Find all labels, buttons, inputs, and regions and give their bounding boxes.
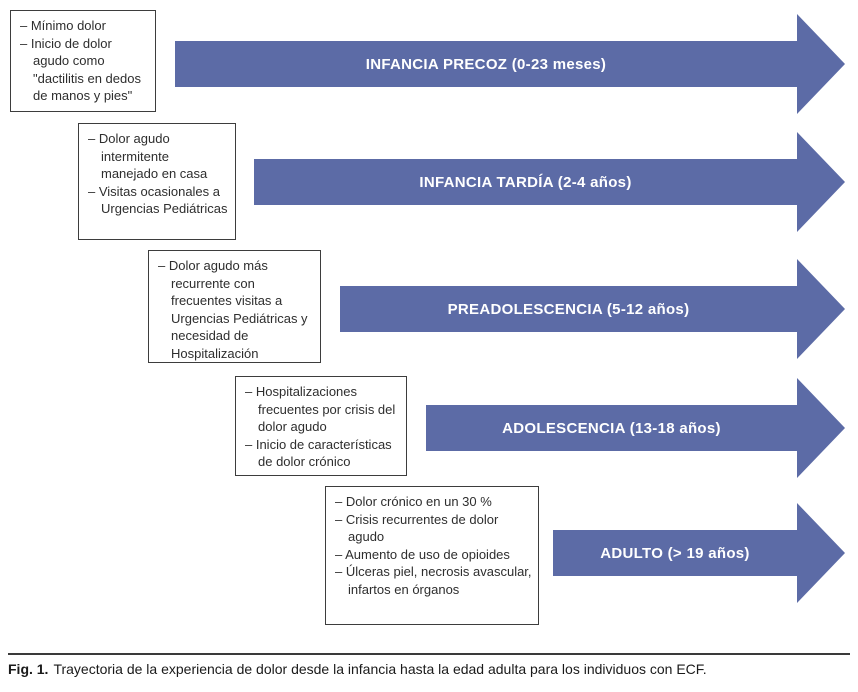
arrow-body: PREADOLESCENCIA (5-12 años) bbox=[340, 286, 797, 332]
bullet-item: – Visitas ocasionales a Urgencias Pediát… bbox=[88, 183, 228, 217]
bullet-item: – Úlceras piel, necrosis avascular, infa… bbox=[335, 564, 532, 597]
arrow-body: ADULTO (> 19 años) bbox=[553, 530, 797, 576]
bullet-item: – Dolor crónico en un 30 % bbox=[335, 494, 492, 509]
bullet-item: – Mínimo dolor bbox=[20, 18, 106, 33]
stage-box-infancia-precoz: – Mínimo dolor – Inicio de dolor agudo c… bbox=[10, 10, 156, 112]
stage-arrow-infancia-precoz: INFANCIA PRECOZ (0-23 meses) bbox=[175, 14, 845, 114]
figure-caption: Fig. 1.Trayectoria de la experiencia de … bbox=[8, 661, 707, 677]
bullet-item: – Crisis recurrentes de dolor agudo bbox=[335, 511, 499, 545]
arrow-body: INFANCIA TARDÍA (2-4 años) bbox=[254, 159, 797, 205]
stage-arrow-preadolescencia: PREADOLESCENCIA (5-12 años) bbox=[340, 259, 845, 359]
stage-arrow-infancia-tardia: INFANCIA TARDÍA (2-4 años) bbox=[254, 132, 845, 232]
bullet-item: – Hospitalizaciones frecuentes por crisi… bbox=[245, 384, 396, 434]
right-arrow-head-icon bbox=[797, 132, 845, 232]
caption-divider bbox=[8, 653, 850, 655]
stage-arrow-label: ADOLESCENCIA (13-18 años) bbox=[502, 419, 721, 437]
stage-arrow-adulto: ADULTO (> 19 años) bbox=[553, 503, 845, 603]
right-arrow-head-icon bbox=[797, 503, 845, 603]
stage-arrow-label: INFANCIA PRECOZ (0-23 meses) bbox=[365, 55, 607, 73]
caption-text: Trayectoria de la experiencia de dolor d… bbox=[53, 661, 707, 677]
right-arrow-head-icon bbox=[797, 378, 845, 478]
bullet-item: – Dolor agudo intermitente manejado en c… bbox=[88, 131, 208, 181]
bullet-item: – Inicio de dolor agudo como "dactilitis… bbox=[20, 35, 141, 104]
bullet-item: – Dolor agudo más recurrente con frecuen… bbox=[158, 258, 308, 361]
stage-arrow-label: ADULTO (> 19 años) bbox=[600, 544, 750, 562]
stage-box-preadolescencia: – Dolor agudo más recurrente con frecuen… bbox=[148, 250, 321, 363]
bullet-item: – Aumento de uso de opioides bbox=[335, 546, 510, 562]
stage-arrow-label: INFANCIA TARDÍA (2-4 años) bbox=[419, 173, 632, 191]
stage-box-infancia-tardia: – Dolor agudo intermitente manejado en c… bbox=[78, 123, 236, 240]
right-arrow-head-icon bbox=[797, 259, 845, 359]
caption-label: Fig. 1. bbox=[8, 661, 49, 677]
stage-arrow-adolescencia: ADOLESCENCIA (13-18 años) bbox=[426, 378, 845, 478]
stage-arrow-label: PREADOLESCENCIA (5-12 años) bbox=[447, 300, 690, 318]
right-arrow-head-icon bbox=[797, 14, 845, 114]
arrow-body: ADOLESCENCIA (13-18 años) bbox=[426, 405, 797, 451]
stage-box-adolescencia: – Hospitalizaciones frecuentes por crisi… bbox=[235, 376, 407, 476]
bullet-item: – Inicio de características de dolor cró… bbox=[245, 436, 392, 470]
stage-box-adulto: – Dolor crónico en un 30 % – Crisis recu… bbox=[325, 486, 539, 625]
arrow-body: INFANCIA PRECOZ (0-23 meses) bbox=[175, 41, 797, 87]
